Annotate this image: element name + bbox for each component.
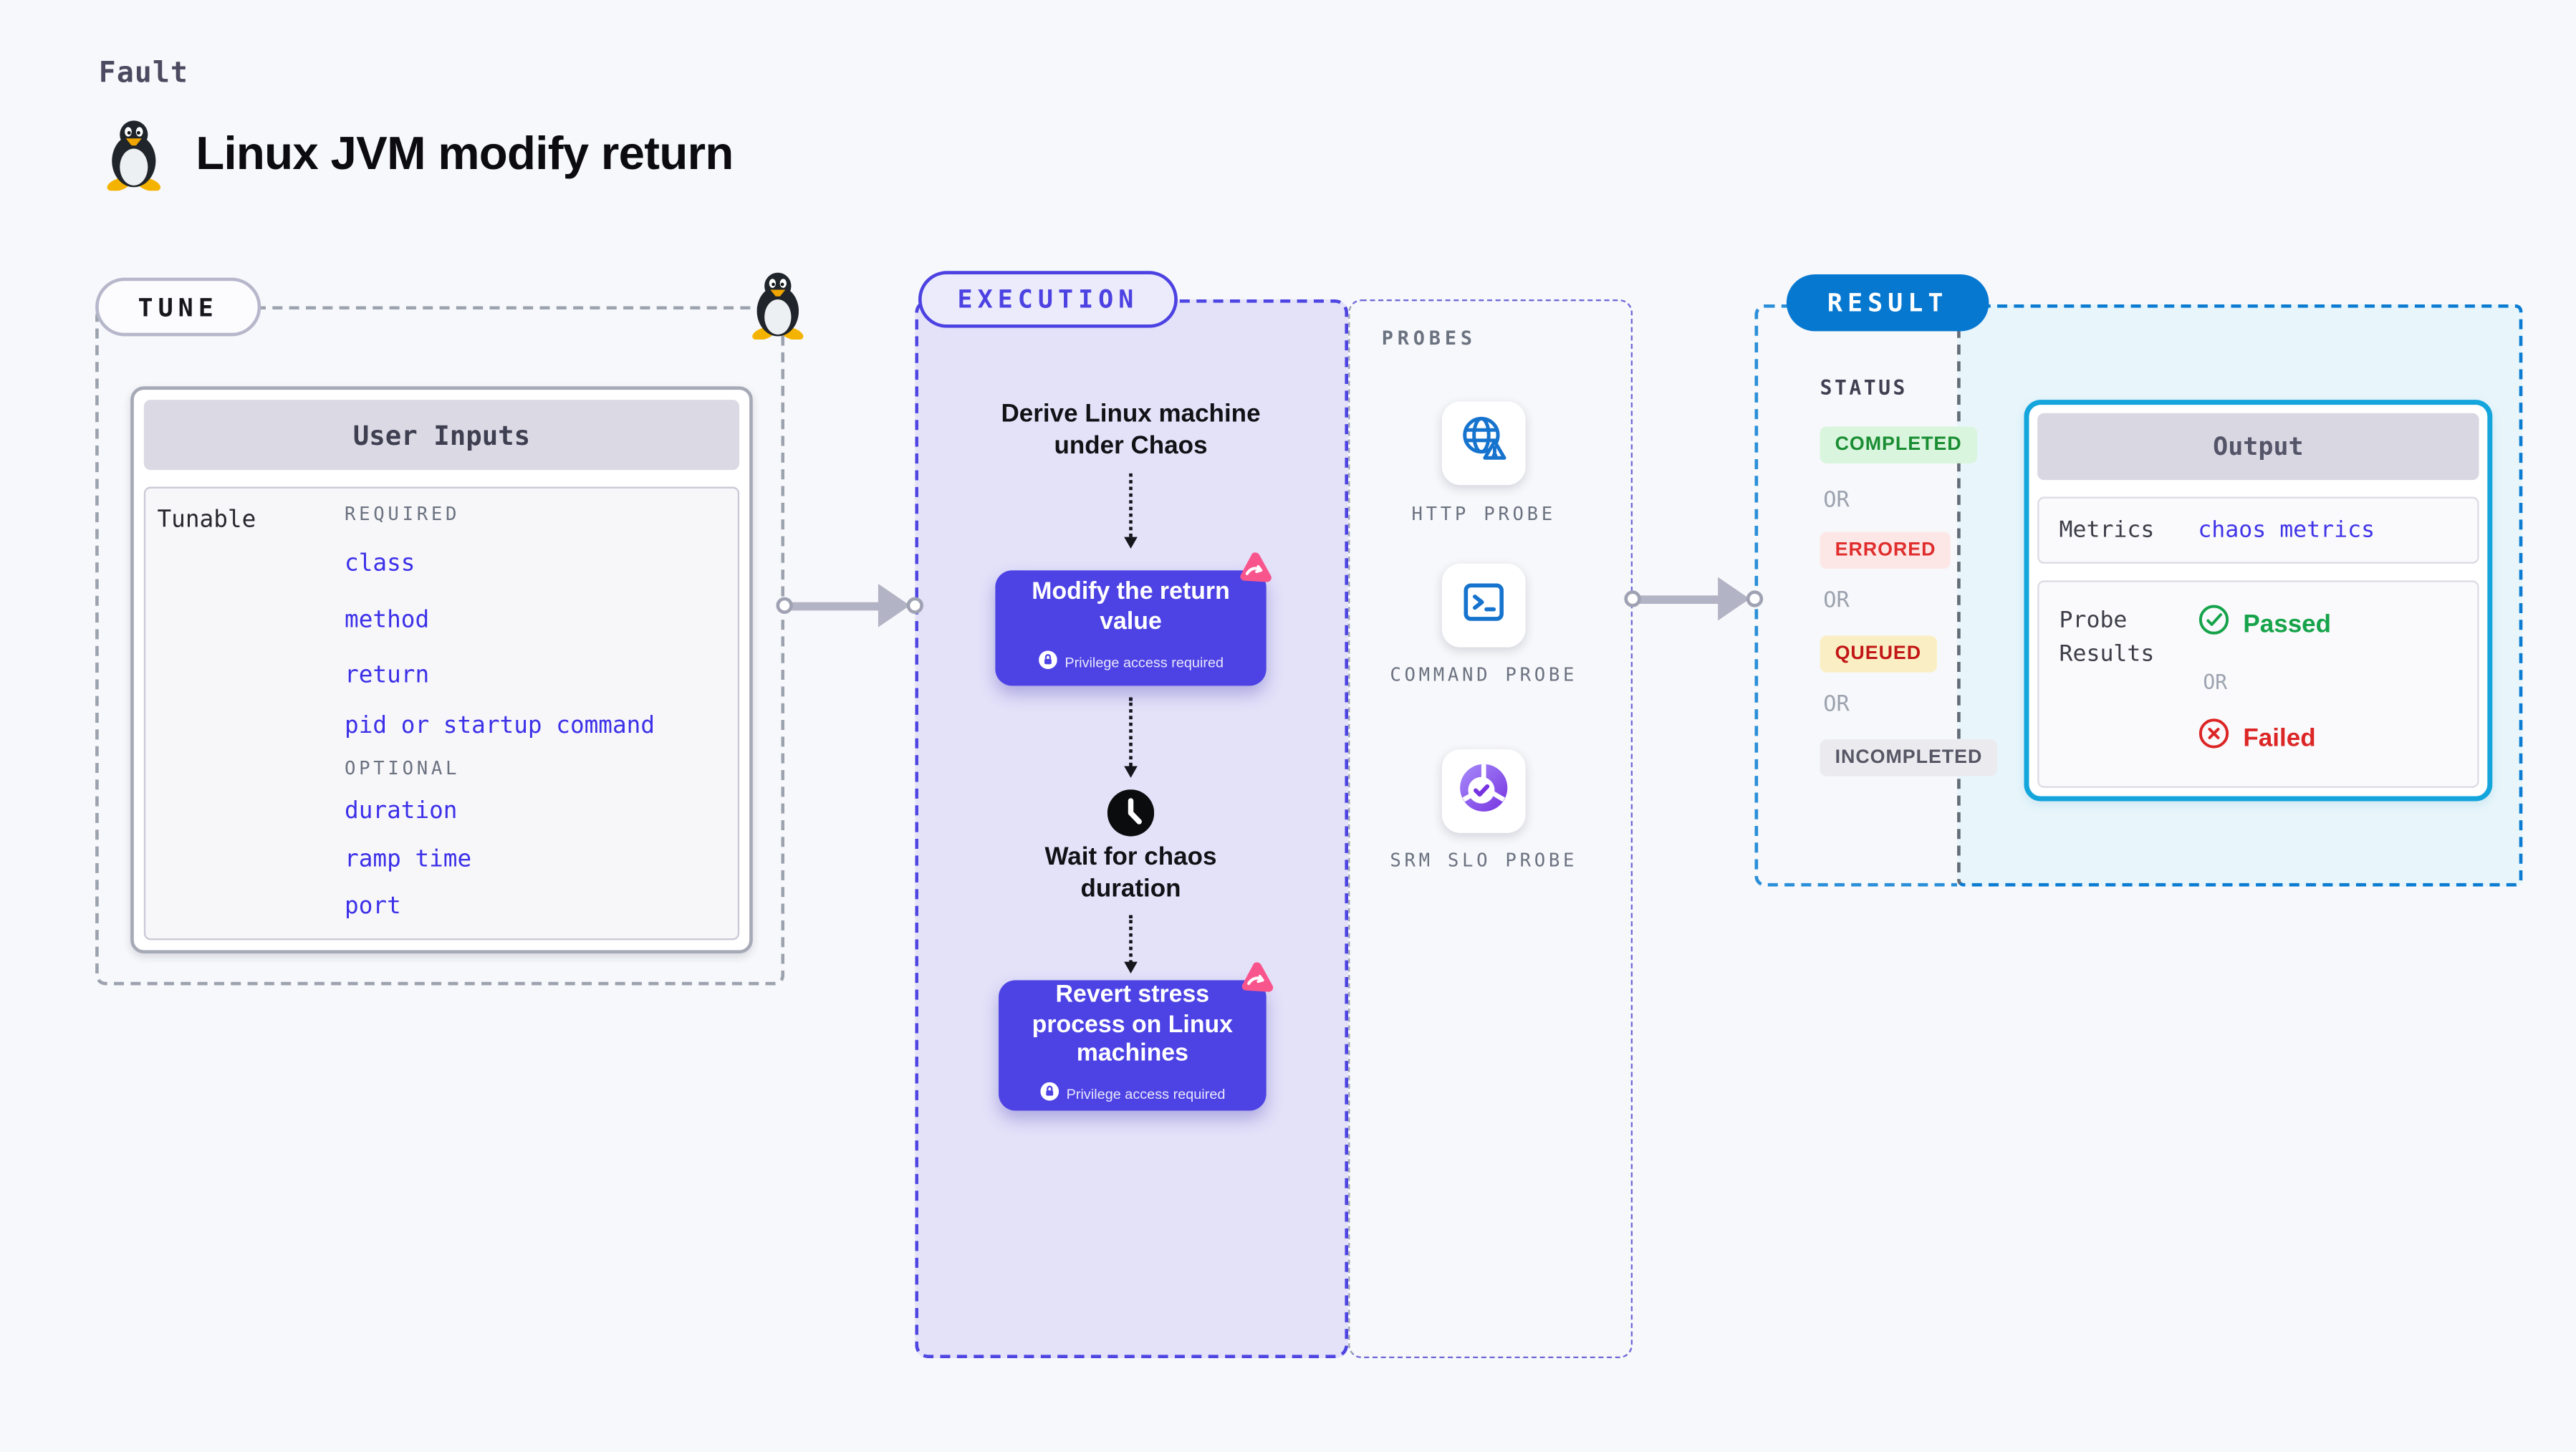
- probes-section: [1348, 299, 1633, 1359]
- field-link-port[interactable]: port: [345, 893, 401, 920]
- derive-step-label: Derive Linux machine under Chaos: [1001, 400, 1261, 460]
- or-separator: OR: [2203, 670, 2228, 695]
- flow-arrow-down-icon: [1124, 473, 1138, 549]
- field-link-return[interactable]: return: [345, 662, 430, 690]
- status-badge-queued: QUEUED: [1820, 635, 1937, 673]
- tux-icon: [749, 269, 806, 348]
- probe-results-row: Probe Results Passed OR: [2037, 580, 2479, 788]
- arrow-line: [791, 601, 888, 610]
- field-link-method[interactable]: method: [345, 607, 430, 635]
- status-badge-incompleted: INCOMPLETED: [1820, 739, 1998, 777]
- output-header: Output: [2037, 413, 2479, 481]
- lock-icon: [1039, 1079, 1058, 1109]
- passed-label: Passed: [2243, 610, 2332, 638]
- field-link-class[interactable]: class: [345, 550, 415, 577]
- revert-stress-node[interactable]: Revert stress process on Linux machines …: [999, 980, 1267, 1111]
- or-separator: OR: [1823, 488, 1850, 514]
- failed-label: Failed: [2243, 723, 2316, 752]
- status-badge-completed: COMPLETED: [1820, 426, 1977, 463]
- http-probe-icon: [1456, 410, 1512, 476]
- arrow-head-icon: [1718, 577, 1750, 621]
- privilege-note: Privilege access required: [1066, 1085, 1226, 1102]
- fault-kicker: Fault: [98, 57, 189, 91]
- probe-results-label: Probe Results: [2059, 607, 2155, 667]
- wait-step-label: Wait for chaos duration: [1044, 842, 1217, 903]
- chaos-fault-icon: [1236, 960, 1278, 1001]
- user-inputs-header: User Inputs: [143, 400, 740, 471]
- tune-section: [95, 306, 785, 986]
- passed-check-icon: [2198, 604, 2229, 644]
- field-link-pid-or-startup-command[interactable]: pid or startup command: [345, 712, 655, 740]
- tune-to-execution-arrow: [776, 583, 923, 628]
- probes-header: PROBES: [1381, 326, 1476, 350]
- metrics-row: Metrics chaos metrics: [2037, 496, 2479, 564]
- tux-icon: [104, 117, 164, 198]
- chaos-fault-icon: [1234, 550, 1276, 592]
- required-label: REQUIRED: [345, 503, 461, 526]
- execution-to-result-arrow: [1624, 577, 1764, 621]
- page-title: Linux JVM modify return: [196, 127, 734, 179]
- connector-dot: [906, 597, 923, 614]
- optional-label: OPTIONAL: [345, 757, 461, 780]
- status-header: STATUS: [1820, 376, 1908, 400]
- command-probe-icon: [1457, 574, 1511, 636]
- field-link-ramp-time[interactable]: ramp time: [345, 846, 472, 873]
- field-link-duration[interactable]: duration: [345, 797, 458, 825]
- metrics-label: Metrics: [2059, 516, 2155, 544]
- connector-dot: [1746, 590, 1764, 607]
- flow-arrow-down-icon: [1124, 915, 1138, 974]
- flow-arrow-down-icon: [1124, 697, 1138, 778]
- tunable-label: Tunable: [157, 506, 256, 534]
- lock-icon: [1037, 647, 1057, 677]
- clock-icon: [1107, 789, 1155, 845]
- srm-slo-probe-card[interactable]: [1441, 749, 1526, 833]
- chaos-metrics-link[interactable]: chaos metrics: [2198, 516, 2375, 544]
- arrow-head-icon: [878, 583, 910, 628]
- execution-badge: EXECUTION: [918, 271, 1178, 328]
- privilege-note: Privilege access required: [1064, 653, 1224, 670]
- arrow-line: [1639, 595, 1729, 603]
- srm-slo-probe-label: SRM SLO PROBE: [1390, 850, 1578, 872]
- or-separator: OR: [1823, 692, 1850, 718]
- result-badge: RESULT: [1786, 274, 1989, 332]
- srm-slo-probe-icon: [1456, 759, 1512, 824]
- or-separator: OR: [1823, 588, 1850, 614]
- modify-return-node[interactable]: Modify the return value Privilege access…: [995, 570, 1267, 686]
- modify-node-title: Modify the return value: [1032, 579, 1230, 636]
- http-probe-card[interactable]: [1441, 401, 1526, 486]
- http-probe-label: HTTP PROBE: [1411, 503, 1556, 526]
- user-inputs-body: [143, 486, 740, 941]
- status-badge-errored: ERRORED: [1820, 532, 1951, 569]
- command-probe-card[interactable]: [1441, 563, 1526, 648]
- command-probe-label: COMMAND PROBE: [1390, 664, 1578, 686]
- connector-dot: [1624, 590, 1641, 607]
- revert-node-title: Revert stress process on Linux machines: [1032, 981, 1234, 1068]
- tune-badge: TUNE: [95, 277, 261, 337]
- connector-dot: [776, 597, 793, 614]
- failed-x-icon: [2198, 718, 2229, 758]
